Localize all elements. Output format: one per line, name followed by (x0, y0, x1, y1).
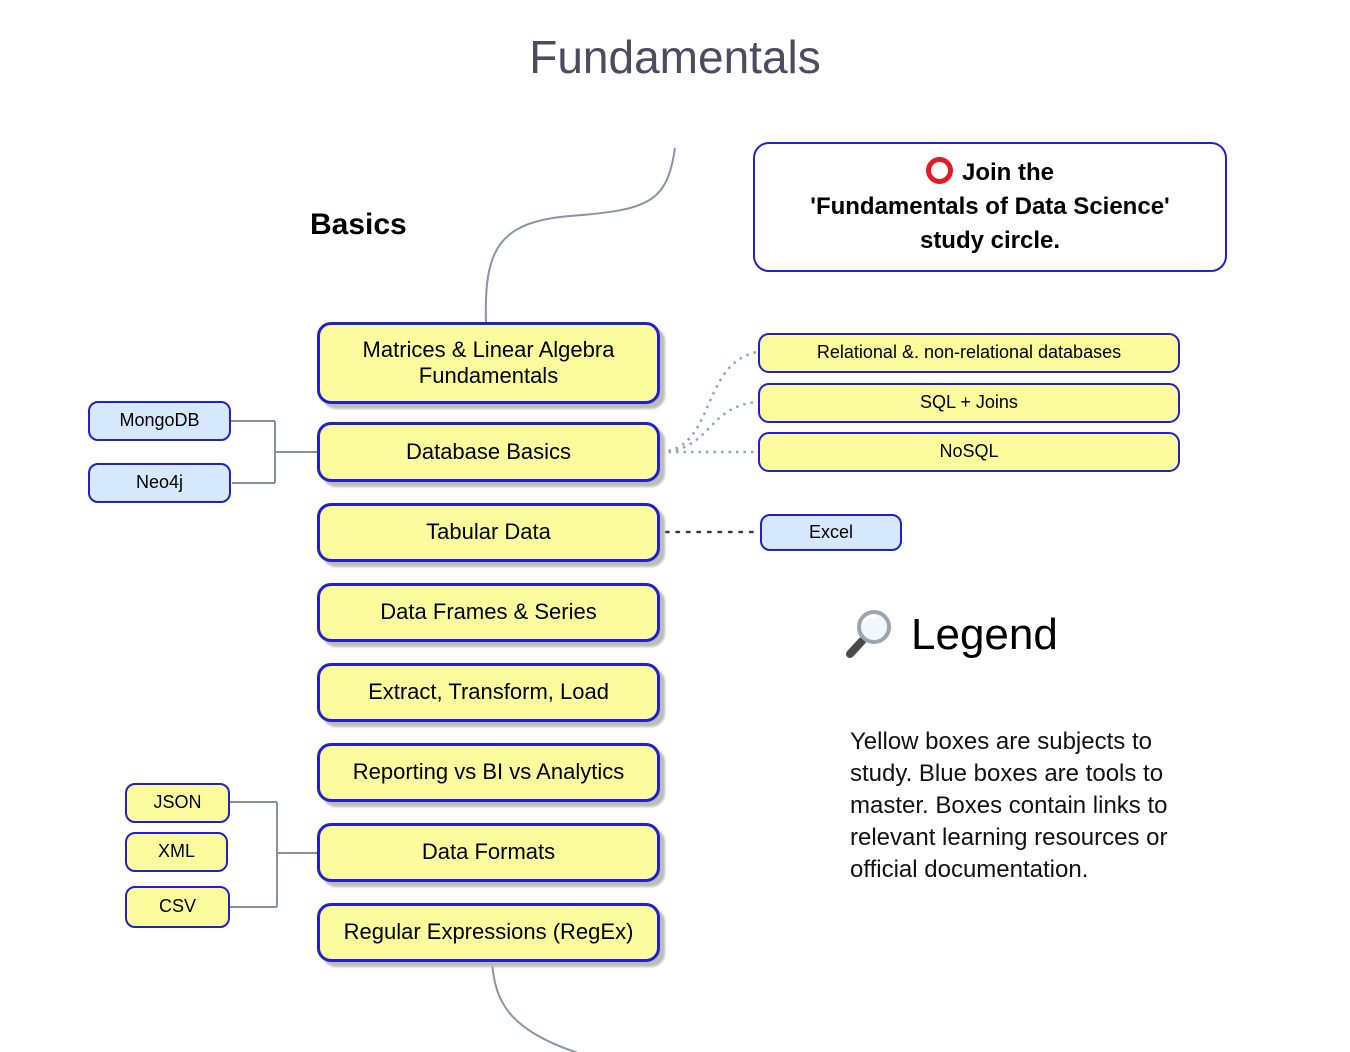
page-title: Fundamentals (529, 31, 821, 83)
tool-neo4j[interactable]: Neo4j (88, 463, 231, 503)
subtopic-relational-nonrelational[interactable]: Relational &. non-relational databases (758, 333, 1180, 373)
legend-header: Legend (843, 608, 1058, 662)
join-line-1: Join the (925, 156, 1054, 190)
format-json[interactable]: JSON (125, 783, 230, 823)
topic-tabular-data[interactable]: Tabular Data (317, 503, 660, 562)
magnifying-glass-icon (846, 610, 891, 658)
subtopic-nosql[interactable]: NoSQL (758, 432, 1180, 472)
join-line-3: study circle. (919, 227, 1061, 254)
tool-excel[interactable]: Excel (760, 514, 902, 551)
dotted-link-sql (660, 400, 758, 454)
bracket-data-formats (230, 801, 320, 908)
join-study-circle-box[interactable]: Join the 'Fundamentals of Data Science' … (753, 142, 1227, 272)
join-line-2: 'Fundamentals of Data Science' (810, 193, 1170, 220)
subtopic-sql-joins[interactable]: SQL + Joins (758, 383, 1180, 423)
topic-etl[interactable]: Extract, Transform, Load (317, 663, 660, 722)
curve-bottom-exit (491, 961, 579, 1052)
curve-title-to-topics (484, 147, 676, 323)
legend-description: Yellow boxes are subjects to study. Blue… (850, 728, 1168, 883)
bracket-db-tools (230, 420, 317, 484)
topic-data-frames-series[interactable]: Data Frames & Series (317, 583, 660, 642)
format-csv[interactable]: CSV (125, 886, 230, 928)
section-label-basics: Basics (310, 208, 407, 241)
format-xml[interactable]: XML (125, 832, 228, 872)
topic-regular-expressions[interactable]: Regular Expressions (RegEx) (317, 903, 660, 962)
topic-matrices-linear-algebra[interactable]: Matrices & Linear Algebra Fundamentals (317, 322, 660, 404)
legend-title: Legend (911, 610, 1058, 659)
tool-mongodb[interactable]: MongoDB (88, 401, 231, 441)
topic-data-formats[interactable]: Data Formats (317, 823, 660, 882)
red-circle-icon (925, 157, 953, 184)
dotted-link-relational (660, 350, 758, 454)
topic-database-basics[interactable]: Database Basics (317, 422, 660, 482)
topic-reporting-bi-analytics[interactable]: Reporting vs BI vs Analytics (317, 743, 660, 802)
